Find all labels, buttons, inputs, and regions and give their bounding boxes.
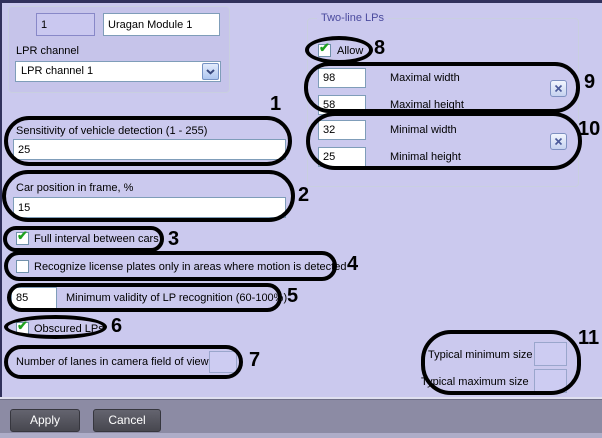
maximal-width-label: Maximal width xyxy=(390,72,460,84)
module-name-field[interactable] xyxy=(103,13,220,36)
cancel-button[interactable]: Cancel xyxy=(93,409,161,432)
allow-checkbox[interactable]: ✔ xyxy=(318,40,331,57)
sensitivity-label: Sensitivity of vehicle detection (1 - 25… xyxy=(16,125,208,137)
annotation-number-3: 3 xyxy=(168,228,180,250)
annotation-number-5: 5 xyxy=(287,285,299,307)
window-top-border xyxy=(0,0,602,3)
chevron-down-icon xyxy=(206,68,215,75)
annotation-number-1: 1 xyxy=(270,93,282,115)
annotation-number-2: 2 xyxy=(298,184,310,206)
annotation-number-11: 11 xyxy=(578,327,600,349)
checkmark-icon: ✔ xyxy=(319,40,330,55)
car-position-label: Car position in frame, % xyxy=(16,182,134,194)
typical-minimum-field[interactable] xyxy=(534,342,567,366)
lpr-channel-dropdown[interactable]: LPR channel 1 xyxy=(15,61,221,82)
minimal-width-label: Minimal width xyxy=(390,124,457,136)
obscured-lps-checkbox[interactable]: ✔ xyxy=(16,318,29,335)
sensitivity-field[interactable] xyxy=(13,139,286,160)
lanes-label: Number of lanes in camera field of view xyxy=(16,356,209,368)
car-position-field[interactable] xyxy=(13,197,286,218)
full-interval-checkbox[interactable]: ✔ xyxy=(16,228,29,245)
recognize-motion-checkbox[interactable] xyxy=(16,260,29,273)
checkmark-icon: ✔ xyxy=(17,228,28,243)
apply-button[interactable]: Apply xyxy=(10,409,80,432)
divider xyxy=(0,397,602,399)
annotation-number-9: 9 xyxy=(584,71,596,93)
maximal-size-clear-button[interactable] xyxy=(550,80,567,97)
typical-maximum-label: Typical maximum size xyxy=(421,376,529,388)
typical-minimum-label: Typical minimum size xyxy=(428,349,533,361)
maximal-height-field[interactable] xyxy=(318,95,366,115)
bottom-bar xyxy=(0,399,602,434)
minimal-size-clear-button[interactable] xyxy=(550,133,567,150)
min-validity-label: Minimum validity of LP recognition (60-1… xyxy=(66,292,288,304)
window-left-border xyxy=(0,0,2,400)
module-id-field[interactable] xyxy=(36,13,95,36)
dropdown-button[interactable] xyxy=(202,63,219,80)
annotation-number-6: 6 xyxy=(111,315,123,337)
lpr-channel-selected-value: LPR channel 1 xyxy=(21,65,94,77)
obscured-lps-label: Obscured LPs xyxy=(34,323,104,335)
lpr-channel-label: LPR channel xyxy=(16,45,79,57)
x-cross-icon xyxy=(554,84,563,93)
recognize-motion-label: Recognize license plates only in areas w… xyxy=(34,261,347,273)
minimal-width-field[interactable] xyxy=(318,120,366,140)
annotation-number-10: 10 xyxy=(578,118,601,140)
maximal-height-label: Maximal height xyxy=(390,99,464,111)
annotation-number-7: 7 xyxy=(249,349,261,371)
maximal-width-field[interactable] xyxy=(318,68,366,88)
lanes-field[interactable] xyxy=(209,351,237,373)
x-cross-icon xyxy=(554,137,563,146)
minimal-height-label: Minimal height xyxy=(390,151,461,163)
checkmark-icon: ✔ xyxy=(17,318,28,333)
typical-maximum-field[interactable] xyxy=(534,369,567,393)
two-line-lps-title: Two-line LPs xyxy=(317,12,388,24)
min-validity-field[interactable] xyxy=(11,287,57,309)
bottom-strip xyxy=(0,433,602,438)
minimal-height-field[interactable] xyxy=(318,147,366,167)
annotation-number-4: 4 xyxy=(347,253,359,275)
full-interval-label: Full interval between cars xyxy=(34,233,159,245)
allow-label: Allow xyxy=(337,45,364,57)
